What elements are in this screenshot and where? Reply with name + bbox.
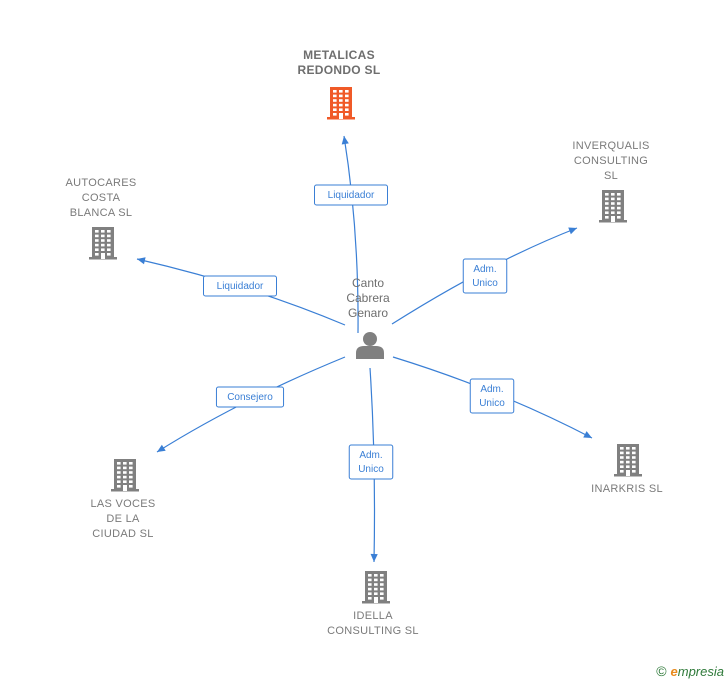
role-text-metalicas: Liquidador [328,190,375,201]
building-icon-inverqualis[interactable] [599,190,627,223]
building-icon-idella[interactable] [362,571,390,604]
role-label-inverqualis: Adm.Unico [462,258,508,294]
brand-initial: e [670,664,678,679]
role-text-inarkris: Adm.Unico [479,384,505,409]
building-icon-inarkris[interactable] [614,444,642,477]
role-text-inverqualis: Adm.Unico [472,264,498,289]
person-icon[interactable] [356,332,384,359]
empresia-brand: ©empresia [656,663,724,679]
roles-layer: LiquidadorAdm.UnicoLiquidadorAdm.UnicoCo… [203,184,515,480]
role-text-idella: Adm.Unico [358,450,384,475]
role-label-autocares: Liquidador [203,275,277,297]
building-icon-lasvoces[interactable] [111,459,139,492]
role-label-metalicas: Liquidador [314,184,388,206]
arrowhead-lasvoces [157,444,166,452]
arrowhead-metalicas [341,136,349,145]
edge-metalicas [343,135,359,334]
role-label-lasvoces: Consejero [215,386,285,408]
company-label-inarkris: INARKRIS SL [591,483,663,495]
brand-name: mpresia [677,664,724,679]
arrowhead-idella [370,553,378,562]
copyright-symbol: © [656,663,667,679]
arrowhead-autocares [137,257,146,265]
building-icon-autocares[interactable] [89,227,117,260]
role-label-idella: Adm.Unico [348,444,394,480]
building-icon-metalicas[interactable] [327,87,355,120]
role-text-autocares: Liquidador [217,281,264,292]
arrowhead-inverqualis [568,227,577,235]
arrowhead-inarkris [583,431,592,438]
role-label-inarkris: Adm.Unico [469,378,515,414]
role-text-lasvoces: Consejero [227,392,273,403]
